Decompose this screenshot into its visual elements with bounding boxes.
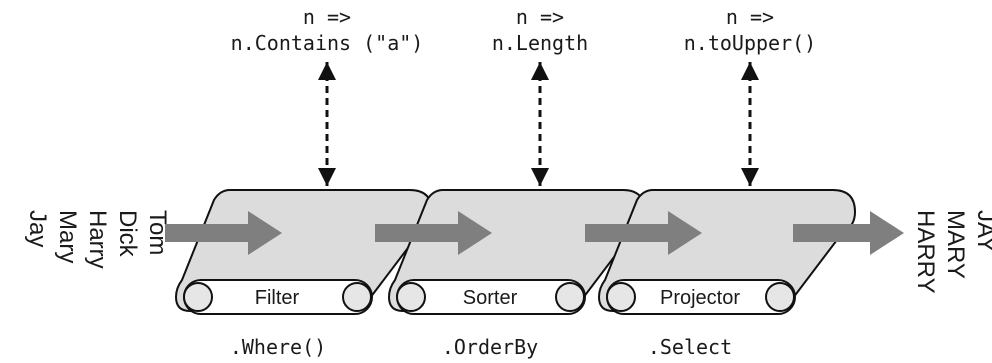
query-operator: .OrderBy (442, 335, 538, 359)
output-name: MARY (942, 210, 969, 279)
lambda-head: n => (516, 5, 564, 29)
roller-left (183, 282, 213, 312)
arrowhead-up (531, 62, 549, 80)
arrowhead-down (318, 168, 336, 186)
roller-right (342, 282, 372, 312)
lambda-body: n.toUpper() (684, 31, 816, 55)
lambda-head: n => (726, 5, 774, 29)
lambda-body: n.Contains ("a") (231, 31, 424, 55)
flow-arrow (793, 211, 904, 255)
arrowhead-down (741, 168, 759, 186)
flow-arrow (375, 211, 492, 255)
stage-filter: n => n.Contains ("a") Filter .Where() (174, 5, 434, 359)
roller-right (765, 282, 795, 312)
input-name: Dick (114, 210, 141, 258)
output-name: HARRY (912, 210, 939, 294)
stage-name: Projector (660, 287, 740, 309)
flow-arrow (585, 211, 702, 255)
lambda-body: n.Length (492, 31, 588, 55)
roller-left (606, 282, 636, 312)
flow-arrows (165, 211, 904, 255)
input-names: Tom Dick Harry Mary Jay (24, 210, 171, 269)
input-name: Mary (54, 210, 81, 263)
lambda-head: n => (303, 5, 351, 29)
flow-arrow (165, 211, 282, 255)
roller-right (555, 282, 585, 312)
stage-name: Filter (255, 287, 300, 309)
arrowhead-down (531, 168, 549, 186)
query-operator: .Select (648, 335, 732, 359)
stage-projector: n => n.toUpper() Projector .Select (597, 5, 857, 359)
arrowhead-up (741, 62, 759, 80)
input-name: Harry (84, 210, 111, 269)
stage-name: Sorter (463, 287, 518, 309)
output-name: JAY (972, 210, 992, 252)
roller-left (396, 282, 426, 312)
output-names: JAY MARY HARRY (912, 210, 992, 294)
arrowhead-up (318, 62, 336, 80)
query-operator: .Where() (230, 335, 326, 359)
input-name: Jay (24, 210, 51, 247)
